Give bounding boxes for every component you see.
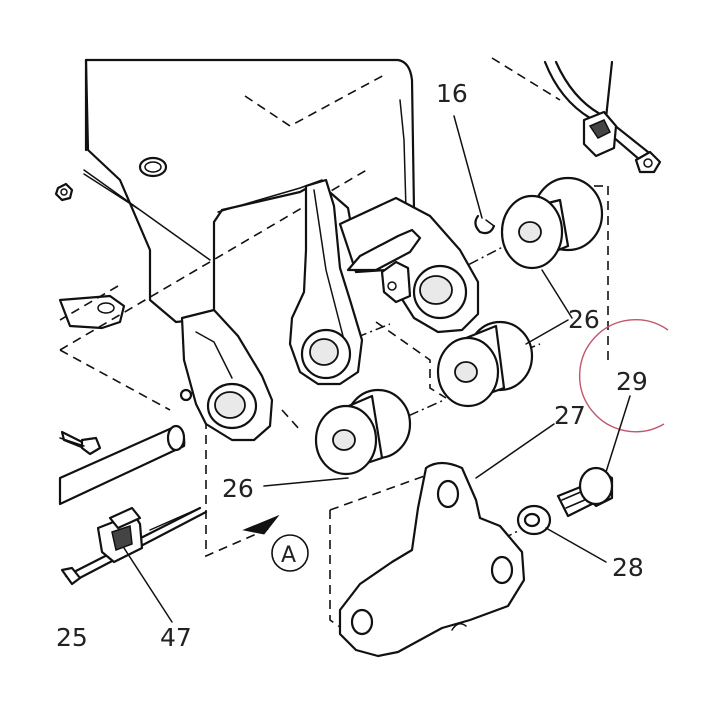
highlight-circle bbox=[578, 319, 669, 433]
view-a-label: A bbox=[281, 543, 296, 568]
view-a-circle bbox=[271, 534, 309, 572]
callout-labels: 16 26 26 27 28 29 47 25 A bbox=[56, 79, 648, 652]
callout-27: 27 bbox=[554, 401, 586, 430]
roller-26-top bbox=[500, 176, 604, 270]
upper-right-lug bbox=[338, 196, 480, 334]
frame-casting bbox=[54, 58, 416, 330]
bolt-29 bbox=[556, 466, 614, 518]
bracket-plate-27 bbox=[338, 461, 526, 658]
callout-25: 25 bbox=[56, 623, 88, 652]
cable-tie-left bbox=[59, 430, 102, 456]
callout-leaders bbox=[123, 115, 631, 623]
callout-16: 16 bbox=[436, 79, 468, 108]
cable-top-right bbox=[543, 60, 662, 174]
washer-28 bbox=[516, 504, 552, 536]
callout-26-right: 26 bbox=[568, 305, 600, 334]
callout-26-left: 26 bbox=[222, 474, 254, 503]
e-clip-16 bbox=[474, 214, 496, 235]
roller-26-bottom bbox=[314, 388, 412, 476]
center-arm bbox=[288, 178, 364, 386]
callout-28: 28 bbox=[612, 553, 644, 582]
left-arm-lug bbox=[179, 308, 274, 442]
clamp-47 bbox=[60, 506, 208, 586]
callout-47: 47 bbox=[160, 623, 192, 652]
shaft bbox=[58, 424, 186, 506]
callout-29: 29 bbox=[616, 367, 648, 396]
roller-26-middle bbox=[436, 320, 534, 408]
view-a-arrow bbox=[242, 514, 309, 572]
